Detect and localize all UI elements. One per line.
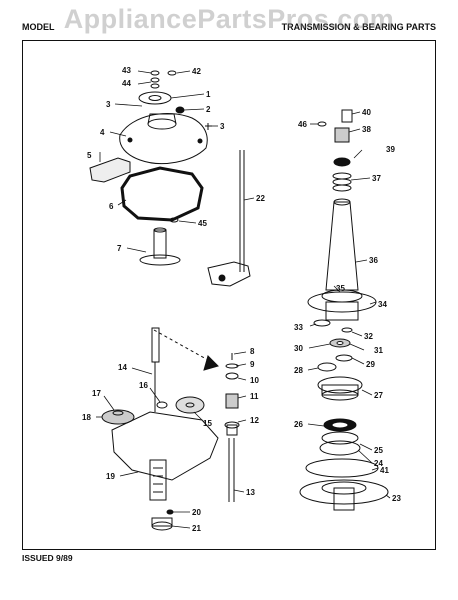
callout-23: 23 [392,494,401,503]
callout-17: 17 [92,389,101,398]
callout-14: 14 [118,363,127,372]
callout-28: 28 [294,366,303,375]
part-42 [167,70,177,76]
gasket-part-41 [305,458,379,478]
callout-27: 27 [374,391,383,400]
callout-12: 12 [250,416,259,425]
bearing-parts-30-31 [329,338,351,348]
callout-32: 32 [364,332,373,341]
bracket-part-5 [89,157,131,183]
callout-16: 16 [139,381,148,390]
callout-41: 41 [380,466,389,475]
gear-part-15 [175,396,205,414]
callout-4: 4 [100,128,105,137]
shaft-part-7 [139,227,181,266]
callout-33: 33 [294,323,303,332]
callout-13: 13 [246,488,255,497]
small-ring-part-43-44 [150,70,160,89]
rod-part-13 [228,438,235,502]
callout-10: 10 [250,376,259,385]
part-21 [151,517,173,531]
callout-34: 34 [378,300,387,309]
callout-46: 46 [298,120,307,129]
callout-8: 8 [250,347,255,356]
transmission-housing-part-19 [111,411,219,501]
hub-part-27 [317,376,363,401]
callout-25: 25 [374,446,383,455]
part-2 [175,106,185,114]
callout-40: 40 [362,108,371,117]
o-ring-part-28 [317,362,337,372]
issued-date: ISSUED 9/89 [22,553,73,563]
callout-29: 29 [366,360,375,369]
bearing-housing-part-34 [307,289,377,321]
screw-part-3 [205,123,212,130]
callout-43: 43 [122,66,131,75]
part-16 [156,401,168,409]
shaft-assembly-part-14 [151,327,219,412]
springs-part-37 [332,172,352,192]
center-post-part-36 [325,198,359,291]
callout-36: 36 [369,256,378,265]
callout-2: 2 [206,105,211,114]
callout-15: 15 [203,419,212,428]
callout-18: 18 [82,413,91,422]
exploded-parts-diagram: 43 44 42 1 2 3 3 4 5 6 45 7 22 8 9 10 11… [82,66,401,533]
callout-30: 30 [294,344,303,353]
part-20 [166,509,174,515]
callout-44: 44 [122,79,131,88]
ring-part-46 [317,121,327,127]
callout-5: 5 [87,151,92,160]
callout-22: 22 [256,194,265,203]
callout-26: 26 [294,420,303,429]
callout-labels: 43 44 42 1 2 3 3 4 5 6 45 7 22 8 9 10 11… [82,66,401,533]
callout-42: 42 [192,67,201,76]
page-header: MODEL TRANSMISSION & BEARING PARTS [22,22,436,36]
header-left: MODEL [22,22,55,32]
rod-part-22 [207,150,251,287]
o-ring-part-29 [335,354,353,362]
part-32 [341,327,353,333]
callout-35: 35 [336,284,345,293]
callout-24: 24 [374,459,383,468]
bearing-part-1 [138,91,172,105]
callout-6: 6 [109,202,114,211]
gasket-part-6 [120,166,204,222]
seal-parts-24-26 [319,418,361,456]
callout-21: 21 [192,524,201,533]
callout-20: 20 [192,508,201,517]
base-part-23 [299,479,389,511]
washer-part-33 [313,319,331,327]
callout-39: 39 [386,145,395,154]
pinion-part-38 [334,127,350,143]
part-45 [169,217,179,223]
callout-45: 45 [198,219,207,228]
seal-part-39 [333,157,351,167]
callout-3-a: 3 [106,100,111,109]
callout-19: 19 [106,472,115,481]
callout-31: 31 [374,346,383,355]
callout-1: 1 [206,90,211,99]
nut-part-40 [341,109,353,123]
callout-7: 7 [117,244,122,253]
stack-parts-8-12 [224,353,240,436]
callout-38: 38 [362,125,371,134]
callout-11: 11 [250,392,259,401]
callout-9: 9 [250,360,255,369]
callout-37: 37 [372,174,381,183]
leader-lines [96,70,391,529]
header-right: TRANSMISSION & BEARING PARTS [281,22,436,32]
diagram-frame [22,40,436,550]
gear-case-cover-part-4 [119,112,208,165]
callout-3-b: 3 [220,122,225,131]
